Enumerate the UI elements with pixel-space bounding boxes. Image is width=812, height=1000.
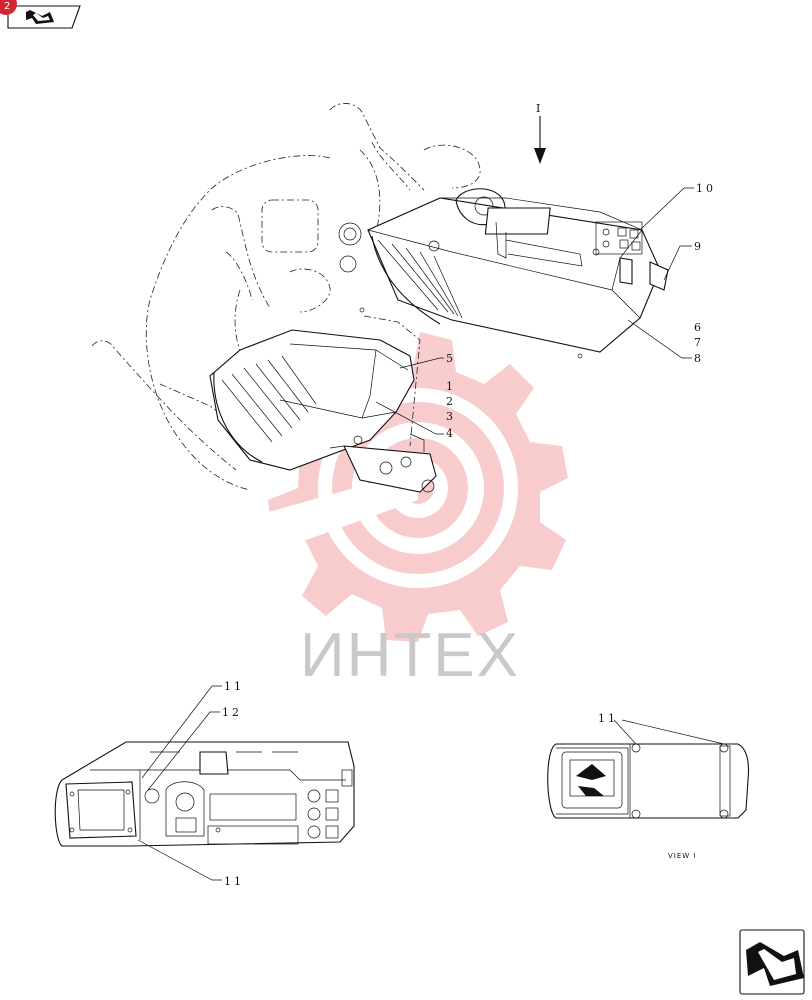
callout-5: 5 xyxy=(446,352,456,365)
continue-arrow-icon xyxy=(26,10,54,24)
console-view-i: 11 VIEW I xyxy=(547,712,750,860)
console-assembly-main: I 10 9 6 7 8 5 1 2 3 4 xyxy=(91,102,716,493)
callout-11-top-view-upper: 11 xyxy=(224,680,244,693)
watermark-text: ИНТЕХ xyxy=(300,621,520,690)
callout-9: 9 xyxy=(694,240,704,253)
nav-badge: 2 xyxy=(0,0,17,15)
callout-11-top-view-lower: 11 xyxy=(224,875,244,888)
callout-1: 1 xyxy=(446,380,456,393)
callout-8: 8 xyxy=(694,352,704,365)
callout-7: 7 xyxy=(694,336,704,349)
callout-10: 10 xyxy=(696,182,716,195)
callout-11-view-i: 11 xyxy=(598,712,618,725)
nav-tab-top[interactable] xyxy=(7,5,81,29)
callout-12: 12 xyxy=(222,706,242,719)
nav-badge-text: 2 xyxy=(4,1,10,12)
continue-arrow-icon xyxy=(746,942,804,986)
nav-tab-bottom[interactable] xyxy=(739,929,805,995)
callout-4: 4 xyxy=(446,427,456,440)
console-top-view: 11 12 11 xyxy=(54,680,355,888)
callout-3: 3 xyxy=(446,410,456,423)
callout-2: 2 xyxy=(446,395,456,408)
view-caption: VIEW I xyxy=(668,852,697,860)
callout-6: 6 xyxy=(694,321,704,334)
view-direction-label: I xyxy=(536,102,543,115)
